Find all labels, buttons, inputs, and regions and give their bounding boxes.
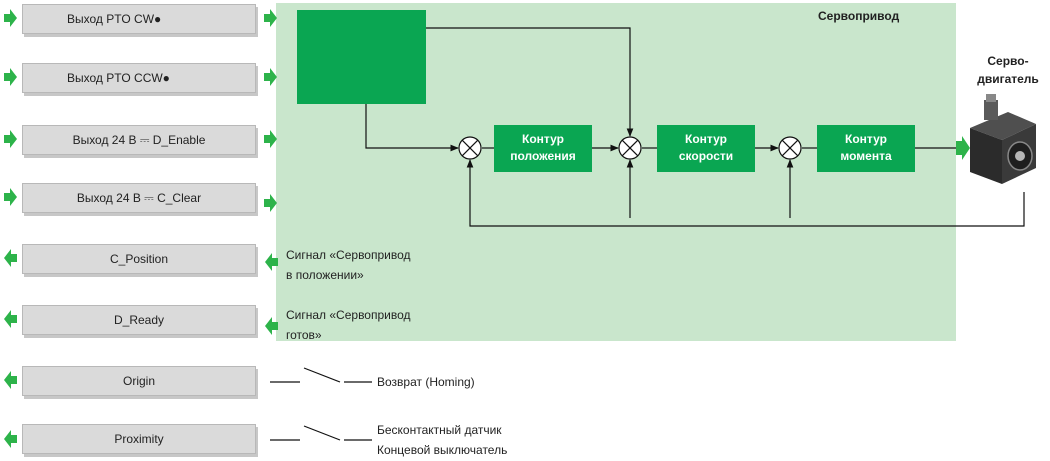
arrow-left-icon [265, 253, 278, 271]
servo-motor-label: Серво- двигатель [968, 52, 1048, 88]
speed-loop-line2: скорости [678, 149, 734, 163]
annotation-ready-line2: готов» [286, 328, 322, 342]
annotation-ready: Сигнал «Сервопривод готов» [286, 305, 411, 345]
arrow-left-icon [4, 249, 17, 267]
arrow-right-icon [264, 130, 277, 148]
signal-label: C_Position [109, 252, 169, 266]
signal-label: Выход PTO CW● [67, 12, 162, 26]
signal-c-clear: Выход 24 В ⎓ C_Clear [22, 183, 256, 213]
summing-junctions [458, 136, 802, 160]
annotation-in-position: Сигнал «Сервопривод в положении» [286, 245, 411, 285]
signal-label: Выход 24 В ⎓ D_Enable [72, 132, 206, 147]
proximity-switch-icon [270, 425, 372, 441]
annotation-ready-line1: Сигнал «Сервопривод [286, 308, 411, 322]
servo-motor-label-line2: двигатель [977, 72, 1039, 86]
position-loop-label: Контур положения [494, 131, 592, 165]
arrow-left-icon [4, 371, 17, 389]
middle-arrows [264, 9, 278, 335]
arrow-left-icon [4, 310, 17, 328]
servo-motor-label-line1: Серво- [987, 54, 1029, 68]
speed-loop-label: Контур скорости [657, 131, 755, 165]
arrow-right-icon [4, 68, 17, 86]
annotation-proximity-line2: Концевой выключатель [377, 443, 508, 457]
speed-loop-line1: Контур [685, 132, 727, 146]
summing-junction-2 [618, 136, 642, 160]
annotation-in-position-line1: Сигнал «Сервопривод [286, 248, 411, 262]
position-loop-block [494, 125, 592, 172]
signal-proximity: Proximity [22, 424, 256, 454]
signal-d-ready: D_Ready [22, 305, 256, 335]
summing-junction-3 [778, 136, 802, 160]
servo-motor-icon [956, 94, 1036, 184]
signal-d-enable: Выход 24 В ⎓ D_Enable [22, 125, 256, 155]
servo-drive-title: Сервопривод [818, 9, 900, 23]
signal-label: Выход 24 В ⎓ C_Clear [76, 190, 202, 205]
left-arrows [4, 9, 17, 448]
arrow-right-icon [264, 194, 277, 212]
arrow-right-icon [4, 188, 17, 206]
controller-block [297, 10, 426, 104]
arrow-right-icon [4, 130, 17, 148]
signal-pto-cw: Выход PTO CW● [22, 4, 256, 34]
arrow-left-icon [4, 430, 17, 448]
arrow-right-icon [4, 9, 17, 27]
signal-label: Proximity [114, 432, 164, 446]
signal-origin: Origin [22, 366, 256, 396]
torque-loop-block [817, 125, 915, 172]
torque-loop-line2: момента [840, 149, 892, 163]
arrow-right-icon [264, 68, 277, 86]
torque-loop-line1: Контур [845, 132, 887, 146]
torque-loop-label: Контур момента [817, 131, 915, 165]
signal-c-position: C_Position [22, 244, 256, 274]
signal-label: D_Ready [113, 313, 165, 327]
annotation-in-position-line2: в положении» [286, 268, 364, 282]
signal-pto-ccw: Выход PTO CCW● [22, 63, 256, 93]
annotation-proximity: Бесконтактный датчик Концевой выключател… [377, 420, 507, 460]
speed-loop-block [657, 125, 755, 172]
signal-label: Origin [122, 374, 155, 388]
signal-lines [365, 27, 1025, 227]
annotation-homing: Возврат (Homing) [377, 375, 475, 389]
arrow-right-icon [264, 9, 277, 27]
position-loop-line2: положения [510, 149, 576, 163]
annotation-proximity-line1: Бесконтактный датчик [377, 423, 502, 437]
arrow-left-icon [265, 317, 278, 335]
signal-label: Выход PTO CCW● [67, 71, 170, 85]
homing-switch-icon [270, 367, 372, 383]
position-loop-line1: Контур [522, 132, 564, 146]
summing-junction-1 [458, 136, 482, 160]
